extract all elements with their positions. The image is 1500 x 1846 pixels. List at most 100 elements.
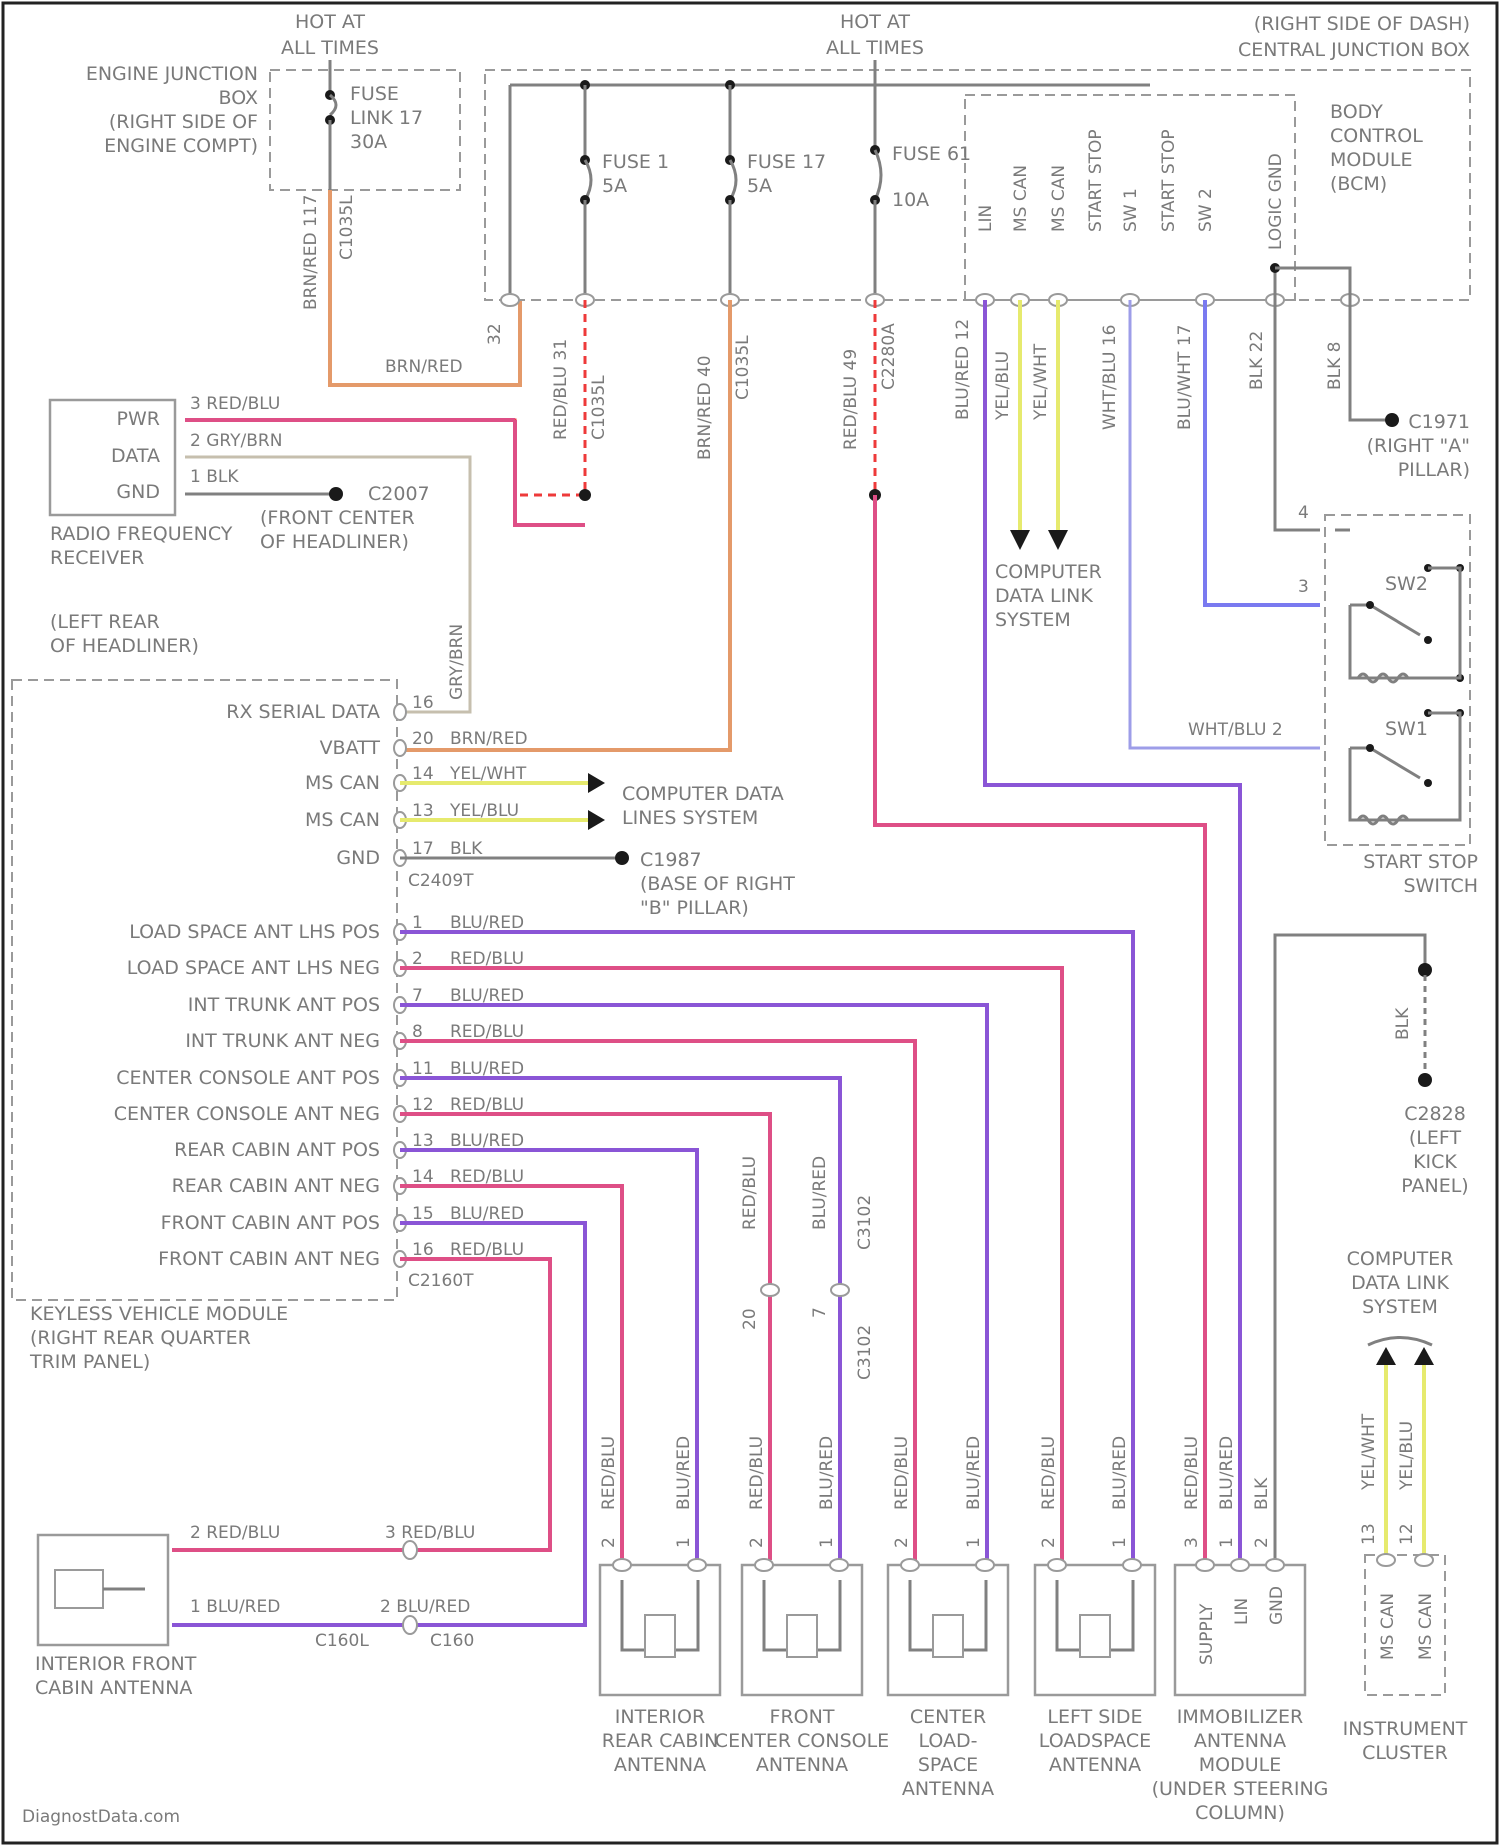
antenna-wire-label: BLU/RED — [1217, 1436, 1237, 1510]
radio-wire-3: 1 BLK — [190, 467, 239, 487]
kvm-pin-label: REAR CABIN ANT NEG — [172, 1175, 380, 1197]
wire-label: BLU/WHT 17 — [1175, 325, 1195, 430]
bcm-pin-label: LOGIC GND — [1266, 153, 1286, 250]
kvm-pin-label: MS CAN — [305, 809, 380, 831]
wire-label: RED/BLU — [740, 1156, 760, 1230]
wire-label: BRN/RED — [385, 357, 463, 377]
connector-pin — [501, 294, 519, 306]
radio-pin-data: DATA — [111, 445, 160, 467]
wire-label: BLK 22 — [1247, 331, 1267, 390]
ssw-pin4: 4 — [1298, 503, 1309, 523]
wire-brn-red-batt — [330, 190, 520, 385]
wire-load-lhs-neg — [400, 968, 1062, 1560]
antenna-wire-pin: 2 — [1252, 1537, 1272, 1548]
kvm-pin-label: FRONT CABIN ANT NEG — [158, 1248, 380, 1270]
fuse-61: FUSE 6110A — [892, 143, 971, 211]
cluster-pin-2: MS CAN — [1416, 1593, 1436, 1660]
antenna-coil-icon — [645, 1615, 675, 1657]
kvm-wire-color: BLK — [450, 839, 483, 859]
kvm-pin-number: 20 — [412, 729, 434, 749]
wire-red-blu-immob — [875, 495, 1205, 1560]
kvm-name: KEYLESS VEHICLE MODULE(RIGHT REAR QUARTE… — [29, 1303, 288, 1373]
ssw-pin3: 3 — [1298, 577, 1309, 597]
antenna-wire-pin: 2 — [892, 1537, 912, 1548]
antenna-name: LEFT SIDELOADSPACEANTENNA — [1039, 1706, 1151, 1776]
antenna-wire-label: RED/BLU — [1039, 1436, 1059, 1510]
kvm-pin-label: FRONT CABIN ANT POS — [161, 1212, 380, 1234]
c2828-ground: C2828(LEFTKICKPANEL) — [1401, 1103, 1468, 1197]
antenna-wire-label: RED/BLU — [599, 1436, 619, 1510]
antenna-module-box — [1175, 1565, 1305, 1695]
kvm-pin-label: VBATT — [320, 737, 381, 759]
wire-label: RED/BLU 49 — [841, 349, 861, 450]
kvm-pin-label: INT TRUNK ANT POS — [188, 994, 380, 1016]
antenna-wire-label: BLU/RED — [964, 1436, 984, 1510]
central-junction-box-label: (RIGHT SIDE OF DASH)CENTRAL JUNCTION BOX — [1238, 13, 1470, 61]
kvm-pin-number: 16 — [412, 693, 434, 713]
sw1-label: SW1 — [1385, 718, 1428, 740]
wire-label: 32 — [485, 323, 505, 345]
kvm-pin-label: LOAD SPACE ANT LHS NEG — [127, 957, 380, 979]
antenna-name: IMMOBILIZERANTENNAMODULE(UNDER STEERINGC… — [1152, 1706, 1329, 1824]
connector-c160l: C160L — [315, 1631, 369, 1651]
antenna-wire-pin: 1 — [817, 1537, 837, 1548]
bcm-pin-labels: LINMS CANMS CANSTART STOPSW 1START STOPS… — [976, 129, 1286, 250]
bcm-pin-label: MS CAN — [1049, 165, 1069, 232]
bcm-pin-label: SW 1 — [1121, 188, 1141, 232]
kvm-wire-color: BRN/RED — [450, 729, 528, 749]
splice-c3102-a: C3102 — [855, 1195, 875, 1250]
wire-label: 20 — [740, 1308, 760, 1330]
radio-pin-pwr: PWR — [117, 408, 160, 430]
wire-label: BLU/RED — [810, 1156, 830, 1230]
wire-trunk-neg — [400, 1041, 915, 1560]
kvm-pin-label: GND — [336, 847, 380, 869]
wire-label: RED/BLU 31 — [551, 339, 571, 440]
wire-red-blu-pwr — [515, 420, 585, 525]
wire-label: YEL/BLU — [1397, 1421, 1417, 1491]
kvm-pin-label: CENTER CONSOLE ANT NEG — [114, 1103, 380, 1125]
bcm-pin-label: LIN — [976, 205, 996, 232]
wire-label: GRY/BRN — [447, 624, 467, 700]
kvm-pin-label: CENTER CONSOLE ANT POS — [116, 1067, 380, 1089]
antenna-coil-icon — [787, 1615, 817, 1657]
antenna-wire-pin: 1 — [674, 1537, 694, 1548]
kvm-pin-label: RX SERIAL DATA — [226, 701, 380, 723]
antenna-wire-pin: 2 — [747, 1537, 767, 1548]
kvm-pin-number: 17 — [412, 839, 434, 859]
wire-label: C1035L — [337, 195, 357, 260]
kvm-pin — [394, 740, 406, 756]
antenna-wire-pin: 1 — [964, 1537, 984, 1548]
wire-label: BRN/RED 117 — [301, 195, 321, 310]
kvm-pin-label: LOAD SPACE ANT LHS POS — [129, 921, 380, 943]
splice-c3102-b: C3102 — [855, 1325, 875, 1380]
wire-label: BLU/RED 12 — [953, 319, 973, 420]
wire-wht-blu-sw1 — [1130, 300, 1320, 748]
kvm-pin-label: REAR CABIN ANT POS — [174, 1139, 380, 1161]
immobilizer-pin: LIN — [1232, 1598, 1252, 1625]
wire-label: YEL/WHT — [1031, 343, 1051, 421]
kvm-pin — [394, 704, 406, 720]
wire-blk-gnd — [1275, 270, 1320, 530]
fca-wire-4: 2 BLU/RED — [380, 1597, 470, 1617]
wire-label: 12 — [1397, 1523, 1417, 1545]
immobilizer-pin: GND — [1267, 1586, 1287, 1625]
bcm-pin-label: SW 2 — [1196, 188, 1216, 232]
antenna-wire-label: BLU/RED — [1110, 1436, 1130, 1510]
antenna-wire-label: RED/BLU — [1182, 1436, 1202, 1510]
radio-wire-2: 2 GRY/BRN — [190, 431, 282, 451]
antenna-wire-pin: 2 — [599, 1537, 619, 1548]
